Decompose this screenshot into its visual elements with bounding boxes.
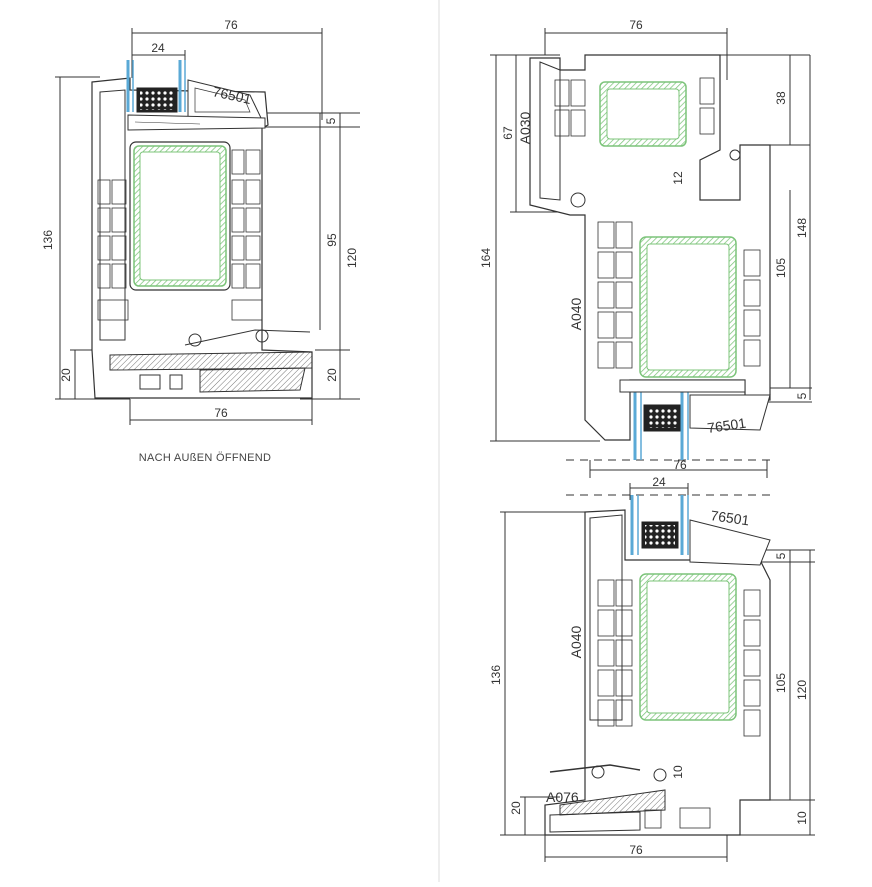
rt-dim-top-width: 76 [629, 18, 643, 32]
rb-dim-glass-width: 24 [652, 475, 666, 489]
rt-label-a040: A040 [568, 297, 584, 330]
left-dim-sill-left: 20 [59, 368, 73, 382]
right-top-section-drawing [490, 28, 812, 478]
rb-label-a040: A040 [568, 625, 584, 658]
right-bottom-dimension-labels: 24 136 5 105 120 10 10 20 76 A040 A076 7… [489, 475, 809, 857]
rb-dim-ten-b: 10 [795, 811, 809, 825]
rt-dim-105: 105 [774, 258, 788, 278]
rb-profile-label: 76501 [710, 507, 751, 528]
left-dim-frame: 120 [345, 248, 359, 268]
left-dim-bottom-width: 76 [214, 406, 228, 420]
left-profile-label: 76501 [211, 83, 253, 107]
rb-dim-height: 136 [489, 665, 503, 685]
rt-dim-upper: 67 [501, 126, 515, 140]
rb-dim-120: 120 [795, 680, 809, 700]
rt-dim-overall: 164 [479, 248, 493, 268]
left-dim-glass-width: 24 [151, 41, 165, 55]
rb-dim-bottom-width: 76 [629, 843, 643, 857]
left-dim-five: 5 [324, 117, 338, 124]
left-dim-top-width: 76 [224, 18, 238, 32]
rb-label-a076: A076 [546, 789, 579, 805]
rt-dim-38: 38 [774, 91, 788, 105]
rt-label-a030: A030 [517, 111, 533, 144]
left-dimension-labels: 76 24 136 95 120 5 20 20 76 76501 [41, 18, 359, 420]
left-dim-sill-right: 20 [325, 368, 339, 382]
rb-dim-ten-a: 10 [671, 765, 685, 779]
rt-dim-mid-width: 76 [673, 458, 687, 472]
opening-direction-caption: NACH AUßEN ÖFFNEND [138, 452, 272, 464]
rb-dim-105: 105 [774, 673, 788, 693]
left-section-drawing [55, 28, 360, 425]
rt-dim-148: 148 [795, 218, 809, 238]
rb-dim-five: 5 [774, 552, 788, 559]
rb-dim-sill: 20 [509, 801, 523, 815]
rt-dim-12: 12 [671, 171, 685, 185]
rt-dim-five: 5 [795, 392, 809, 399]
left-dim-height: 136 [41, 230, 55, 250]
right-top-dimension-labels: 76 164 67 38 148 105 12 5 76 A030 A040 7… [479, 18, 809, 472]
right-bottom-section-drawing [500, 483, 815, 862]
rt-profile-label: 76501 [706, 415, 747, 436]
left-dim-sash: 95 [325, 233, 339, 247]
